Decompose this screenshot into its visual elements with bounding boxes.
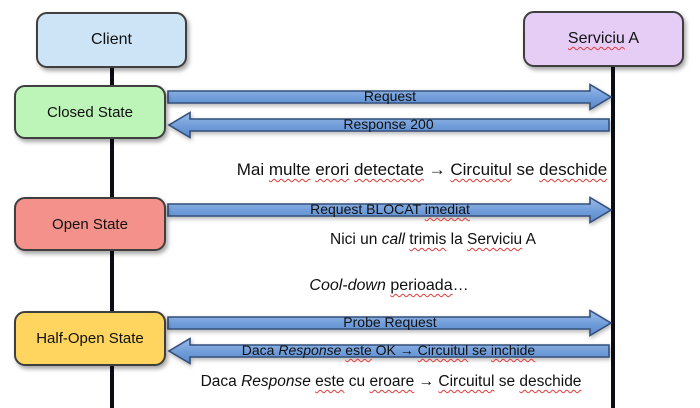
actor-label-service: Serviciu A [567,30,640,47]
right-arrow-icon [167,83,613,111]
message-label-request-blocked: Request BLOCAT imediat [310,201,470,217]
message-arrow-request: Request [167,83,613,111]
left-arrow-icon [167,111,610,139]
message-arrow-request-blocked: Request BLOCAT imediat [167,196,613,224]
state-label-half-open: Half-Open State [36,330,144,347]
state-box-closed: Closed State [14,85,166,139]
note-response-error: Daca Response este cu eroare → Circuitul… [200,373,582,390]
state-box-open: Open State [14,197,166,251]
message-label-response-200: Response 200 [343,116,434,132]
message-label-response-ok: Daca Response este OK → Circuitul se inc… [241,342,536,358]
message-arrow-probe-request: Probe Request [167,309,613,337]
actor-label-client: Client [91,31,132,48]
note-errors-detected: Mai multe erori detectate → Circuitul se… [236,160,608,179]
left-arrow-icon [167,337,610,365]
state-label-open: Open State [52,215,128,233]
actor-box-client: Client [36,12,187,68]
note-cooldown: Cool-down perioada… [309,277,469,294]
right-arrow-icon [167,309,613,337]
message-label-probe-request: Probe Request [343,314,437,330]
state-label-closed: Closed State [47,103,133,121]
message-arrow-response-200: Response 200 [167,111,610,139]
state-box-half-open: Half-Open State [14,311,166,366]
message-label-request: Request [363,88,417,104]
actor-box-service: Serviciu A [523,11,684,67]
note-no-call: Nici un call trimis la Serviciu A [330,231,536,248]
right-arrow-icon [167,196,613,224]
service-lifeline [611,63,615,408]
message-arrow-response-ok: Daca Response este OK → Circuitul se inc… [167,337,610,365]
